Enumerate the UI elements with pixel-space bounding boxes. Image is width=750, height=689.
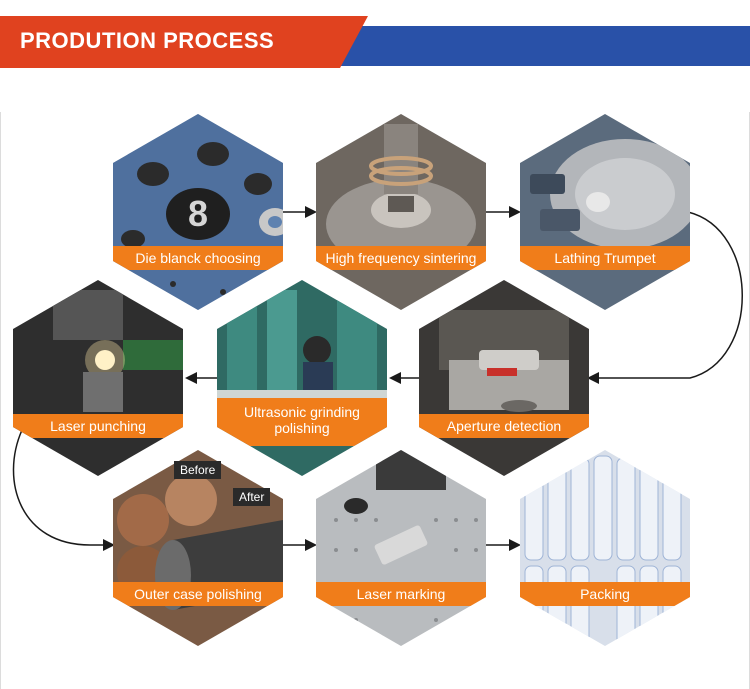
header-banner: PRODUTION PROCESS [0, 0, 750, 70]
step-label: Die blanck choosing [135, 250, 261, 266]
step-label: Packing [580, 586, 630, 602]
step-label: Outer case polishing [134, 586, 262, 602]
svg-text:8: 8 [188, 193, 208, 234]
step-outer-case-polishing: Outer case polishing [113, 450, 283, 646]
step-laser-punching: Laser punching [13, 280, 183, 476]
step-label: Laser marking [356, 586, 446, 602]
arrow-step3-step4 [587, 211, 743, 384]
step-label: Lathing Trumpet [554, 250, 656, 266]
step-ultrasonic-grinding-polishing: Ultrasonic grinding polishing [217, 280, 387, 476]
header-red-band [0, 16, 368, 68]
after-tag: After [233, 488, 271, 506]
header-banner-shapes [0, 16, 750, 68]
step-laser-marking: Laser marking [316, 450, 486, 646]
page-title: PRODUTION PROCESS [20, 28, 275, 53]
step-high-frequency-sintering: High frequency sintering [316, 114, 486, 310]
step-lathing-trumpet: Lathing Trumpet [520, 114, 690, 310]
before-tag: Before [174, 461, 222, 479]
step-label: Aperture detection [446, 418, 562, 434]
arrow-step6-step7 [12, 429, 115, 551]
step-label: Ultrasonic grinding polishing [244, 404, 360, 436]
step-label: High frequency sintering [325, 250, 477, 266]
step-packing: Packing [520, 450, 690, 646]
header-blue-band [320, 26, 750, 66]
step-die-blank-choosing: 8 Die blanck choosing [113, 114, 283, 310]
step-label: Laser punching [50, 418, 146, 434]
step-aperture-detection: Aperture detection [419, 280, 589, 476]
